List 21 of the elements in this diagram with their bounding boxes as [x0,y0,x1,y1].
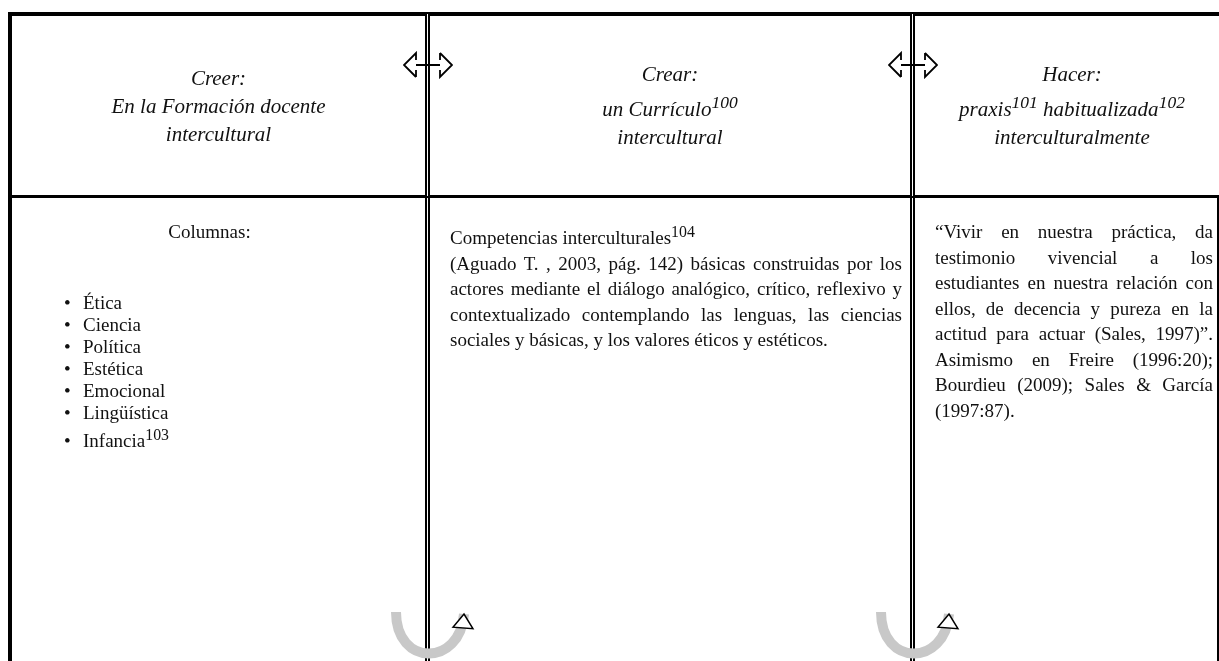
list-item: • Ciencia [64,314,143,336]
header-cell [430,12,915,198]
header-cell [8,12,430,198]
paragraph: Competencias interculturales$^{104}$ [450,222,696,251]
list-item: • Infancia$^{103}$ [64,425,170,453]
heading-text: un Currículo$^{100}$ intercultural [601,91,739,151]
table-cell [8,198,430,661]
paragraph: (Aguado T. , 2003, pág. 142) básicas construidas por los actores mediante el diálogo analógico, crítico, reflexivo y contextualizado contemplando las lenguas, las ciencias sociales y básicas, y los valores éticos y estéticos. [450,251,902,353]
heading-text: praxis$^{101}$ habitualizada$^{102}$ interculturalmente [957,91,1186,151]
list-item: • Política [64,336,143,358]
list-heading: Columnas: [167,220,252,244]
list-item: • Estética [64,358,145,380]
column-heading: Crear: [641,61,699,88]
list-item: • Ética [64,292,124,314]
list-item: • Lingüística [64,402,170,424]
paragraph: “Vivir en nuestra práctica, da testimonio vivencial a los estudiantes en nuestra relación con ellos, de decencia y pureza en la actitud para actuar (Sales, 1997)”. Asimismo en Freire (1996:20); Bourdieu (2009); Sales & García (1997:87). [935,220,1213,423]
column-heading: Creer: [190,64,247,92]
heading-text: En la Formación docente intercultural [110,92,327,148]
column-heading: Hacer: [1042,61,1102,88]
header-cell [915,12,1219,198]
list-item: • Emocional [64,380,167,402]
